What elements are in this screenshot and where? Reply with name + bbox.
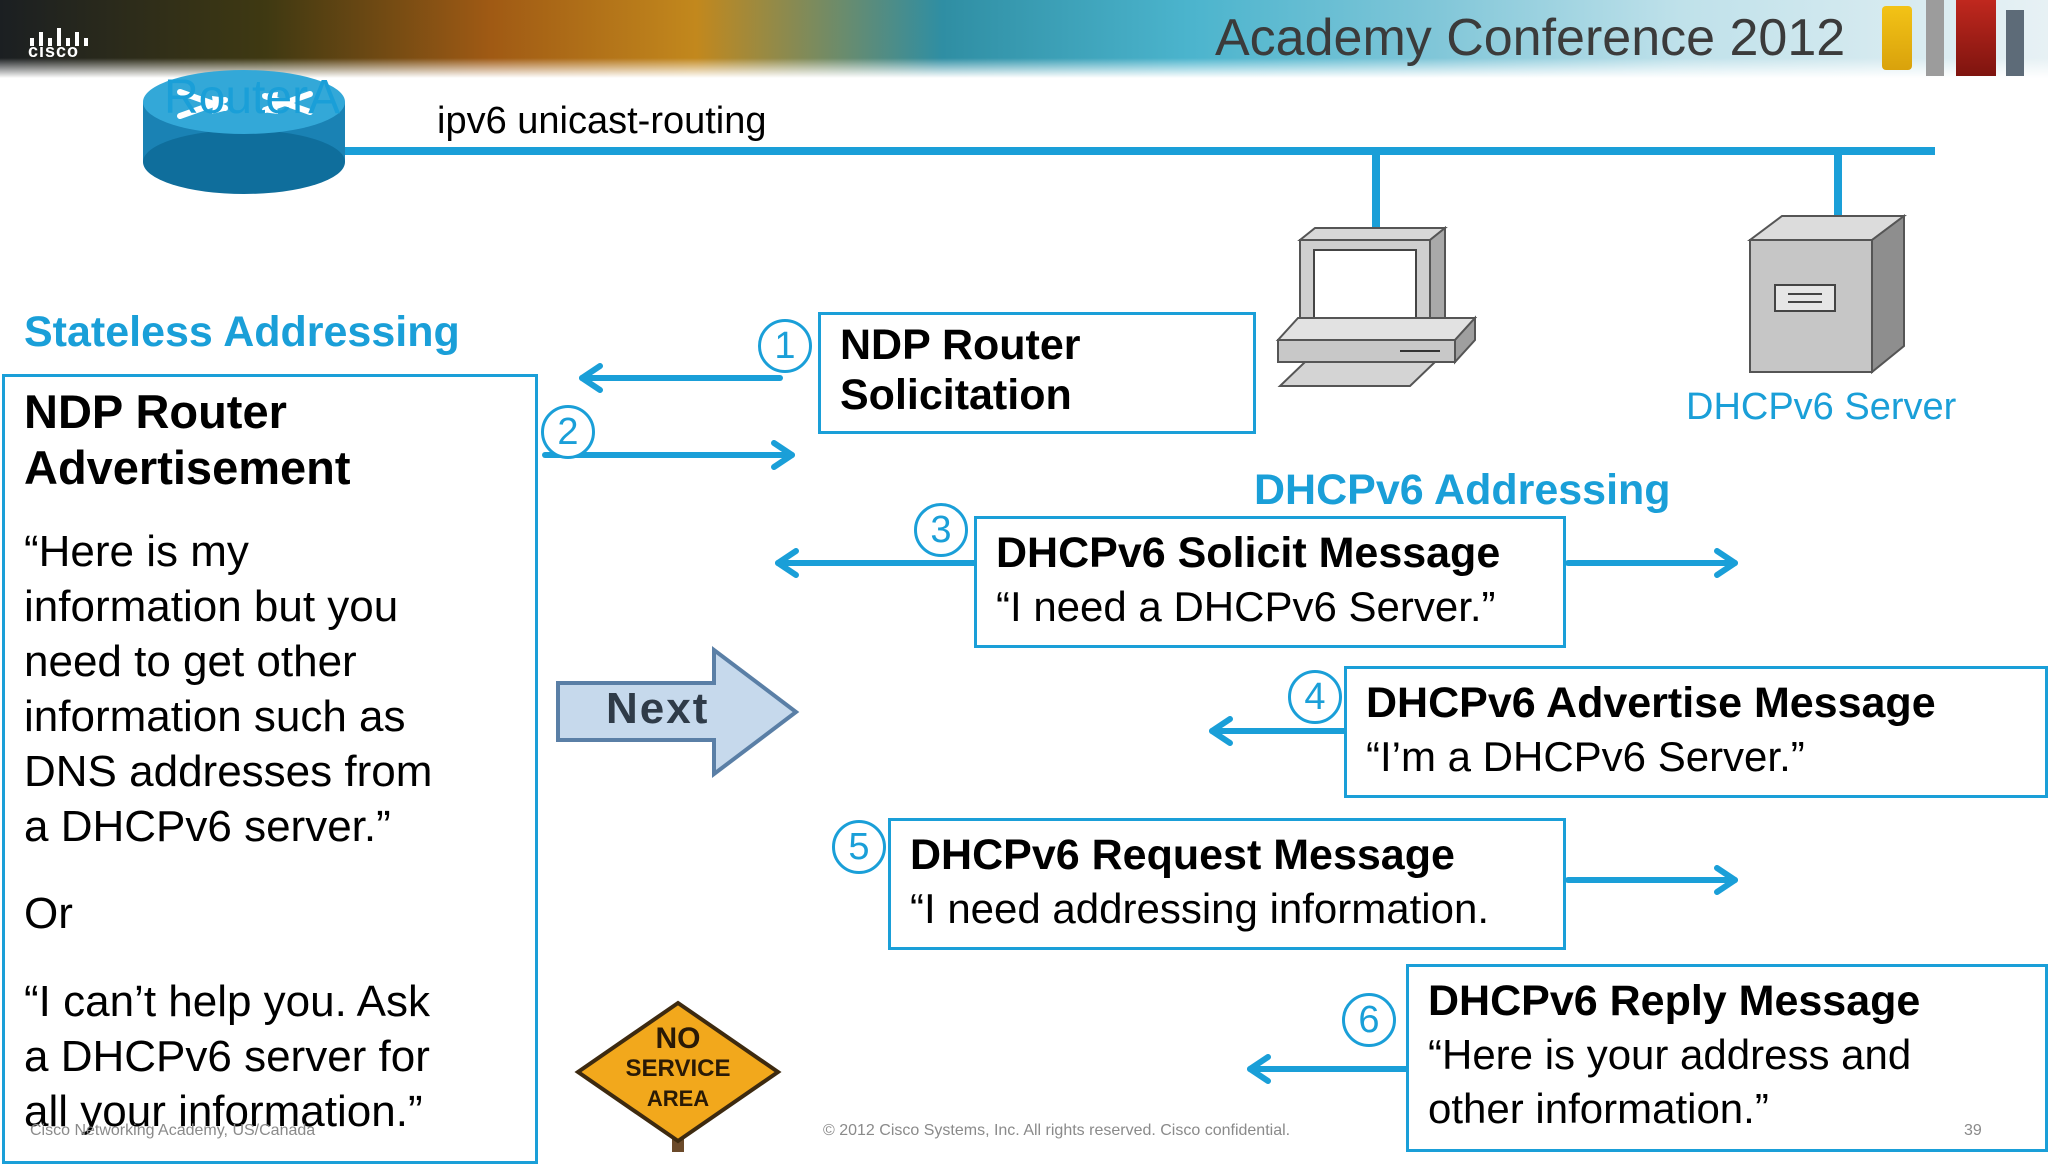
step-title: DHCPv6 Request Message bbox=[910, 831, 1455, 879]
step-number: 4 bbox=[1288, 670, 1342, 724]
dhcpv6-heading: DHCPv6 Addressing bbox=[1254, 466, 1671, 514]
step-number: 2 bbox=[541, 405, 595, 459]
arrow-1-left bbox=[579, 363, 783, 393]
step-text: “Here is your address and bbox=[1428, 1031, 1912, 1078]
step-title: DHCPv6 Advertise Message bbox=[1366, 679, 1936, 727]
step-text: “I need addressing information. bbox=[910, 885, 1489, 932]
arrow-2-right bbox=[542, 440, 795, 470]
conference-title: Academy Conference 2012 bbox=[1215, 9, 1846, 67]
ra-title-line: NDP Router bbox=[24, 385, 287, 438]
ndp-solicitation-box bbox=[818, 312, 1256, 434]
arrow-4-left bbox=[1209, 716, 1348, 746]
sign-line: NO bbox=[655, 1022, 701, 1055]
router-icon bbox=[143, 70, 345, 194]
ra-quote-line: DNS addresses from bbox=[24, 747, 433, 796]
step-text: “I need a DHCPv6 Server.” bbox=[996, 583, 1496, 630]
no-service-sign-icon bbox=[574, 1000, 782, 1152]
arrow-3-left bbox=[775, 548, 978, 578]
ra-quote-line: need to get other bbox=[24, 637, 357, 686]
reply-message-box bbox=[1406, 964, 2048, 1152]
banner-decoration bbox=[1956, 0, 1996, 76]
arrow-3-right bbox=[1565, 548, 1738, 578]
page-number: 39 bbox=[1964, 1122, 1982, 1139]
ra-quote-2: “I can’t help you. Ask a DHCPv6 server f… bbox=[24, 974, 430, 1139]
step-number: 5 bbox=[832, 820, 886, 874]
sign-line: AREA bbox=[646, 1086, 710, 1111]
server-label: DHCPv6 Server bbox=[1686, 386, 1957, 428]
step-number: 6 bbox=[1342, 993, 1396, 1047]
cisco-wordmark: cisco bbox=[28, 41, 80, 61]
step-text: other information.” bbox=[1428, 1085, 1769, 1132]
cisco-bridge-icon bbox=[30, 28, 88, 46]
banner-decoration bbox=[1882, 6, 1912, 70]
advertise-message-box bbox=[1344, 666, 2048, 798]
ra-title-line: Advertisement bbox=[24, 441, 351, 494]
step6-content: DHCPv6 Reply Message “Here is your addre… bbox=[1428, 974, 1920, 1136]
ra-quote-line: information but you bbox=[24, 582, 399, 631]
request-message-box bbox=[888, 818, 1566, 950]
step-title-line: Solicitation bbox=[840, 371, 1072, 419]
step-text: “I’m a DHCPv6 Server.” bbox=[1366, 733, 1805, 780]
step-title-line: NDP Router bbox=[840, 321, 1081, 369]
server-icon bbox=[1747, 214, 1907, 375]
computer-icon bbox=[1275, 225, 1478, 387]
stateless-heading: Stateless Addressing bbox=[24, 308, 460, 356]
sign-text: NO SERVICE AREA bbox=[578, 1024, 778, 1114]
step5-content: DHCPv6 Request Message “I need addressin… bbox=[910, 828, 1489, 936]
arrow-6-left bbox=[1247, 1054, 1411, 1084]
next-button[interactable]: Next bbox=[606, 684, 710, 733]
step4-content: DHCPv6 Advertise Message “I’m a DHCPv6 S… bbox=[1366, 676, 1936, 784]
ra-title: NDP Router Advertisement bbox=[24, 384, 351, 496]
router-label: RouterA bbox=[164, 71, 341, 124]
sign-line: SERVICE bbox=[625, 1055, 731, 1082]
ra-quote: “Here is my information but you need to … bbox=[24, 524, 432, 854]
footer-left: Cisco Networking Academy, US/Canada bbox=[30, 1122, 316, 1139]
step3-content: DHCPv6 Solicit Message “I need a DHCPv6 … bbox=[996, 526, 1500, 634]
step-number: 1 bbox=[758, 319, 812, 373]
next-arrow-icon bbox=[556, 645, 800, 779]
step1-title: NDP Router Solicitation bbox=[840, 320, 1081, 420]
step-number: 3 bbox=[914, 503, 968, 557]
ra-quote-line: information such as bbox=[24, 692, 406, 741]
ra-quote-line: a DHCPv6 server for bbox=[24, 1032, 430, 1081]
router-command: ipv6 unicast-routing bbox=[437, 100, 767, 142]
header-banner-fade bbox=[0, 58, 2048, 78]
ra-quote-line: “Here is my bbox=[24, 527, 249, 576]
banner-decoration bbox=[1926, 0, 1944, 76]
footer-copyright: © 2012 Cisco Systems, Inc. All rights re… bbox=[823, 1122, 1291, 1139]
arrow-5-right bbox=[1565, 865, 1738, 895]
solicit-message-box bbox=[974, 516, 1566, 648]
router-advertisement-box bbox=[2, 374, 538, 1164]
ra-quote-line: a DHCPv6 server.” bbox=[24, 802, 391, 851]
step-title: DHCPv6 Solicit Message bbox=[996, 529, 1501, 577]
ra-quote-line: all your information.” bbox=[24, 1087, 423, 1136]
ra-quote-line: “I can’t help you. Ask bbox=[24, 977, 430, 1026]
banner-decoration bbox=[2006, 10, 2024, 76]
step-title: DHCPv6 Reply Message bbox=[1428, 977, 1921, 1025]
or-text: Or bbox=[24, 889, 73, 938]
